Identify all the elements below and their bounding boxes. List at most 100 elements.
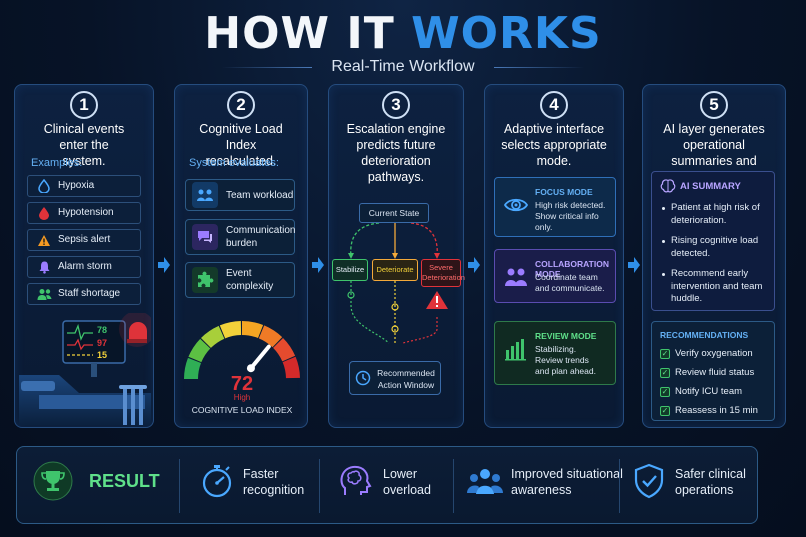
factor-team-workload: Team workload (185, 179, 295, 211)
step-card-5: 5 AI layer generates operational summari… (642, 84, 786, 428)
team-icon (467, 469, 503, 494)
monitor-value-spo2: 97 (97, 338, 108, 348)
step-heading: Escalation engine predicts future deteri… (346, 122, 446, 184)
chat-icon (192, 224, 218, 250)
divider (453, 459, 454, 513)
stopwatch-icon (202, 465, 232, 498)
puzzle-icon (192, 267, 218, 293)
recommendations-panel: RECOMMENDATIONS ✓Verify oxygenation ✓Rev… (651, 321, 775, 421)
page-subtitle: Real-Time Workflow (331, 58, 475, 75)
step-card-1: 1 Clinical events enter the system. Exam… (14, 84, 155, 428)
step-heading: Cognitive Load Index recalculated. (199, 122, 283, 168)
gauge-segment (258, 325, 283, 348)
result-label: RESULT (89, 471, 160, 491)
step-heading: Clinical events enter the system. (43, 122, 125, 168)
benefit-faster-recognition: Faster recognition (243, 467, 305, 497)
checkbox-checked-icon: ✓ (660, 406, 670, 416)
factor-event-complexity: Event complexity (185, 262, 295, 298)
recommendation-item: ✓Reassess in 15 min (660, 405, 758, 416)
subtitle-divider-right (494, 67, 584, 68)
mode-card-review: REVIEW MODE Stabilizing. Review trends a… (494, 321, 616, 385)
step-number: 3 (382, 91, 410, 119)
step-card-2: 2 Cognitive Load Index recalculated. Sys… (174, 84, 308, 428)
factor-communication-burden: Communication burden (185, 219, 295, 255)
summary-point: Rising cognitive load detected. (662, 235, 770, 260)
cognitive-load-gauge (184, 321, 300, 379)
mode-card-focus: FOCUS MODE High risk detected. Show crit… (494, 177, 616, 237)
flow-node-deteriorate: Deteriorate (372, 259, 418, 281)
ai-summary-list: Patient at high risk of deterioration. R… (662, 202, 770, 314)
brain-icon (660, 179, 676, 198)
flow-node-recommended-action-window: Recommended Action Window (349, 361, 441, 395)
divider (179, 459, 180, 513)
droplet-icon (36, 176, 52, 199)
step-number: 1 (70, 91, 98, 119)
gauge-level: High (233, 393, 251, 402)
flow-arrow-icon (158, 257, 170, 273)
gauge-segment (200, 325, 225, 348)
warning-icon (36, 230, 52, 253)
gauge-needle (248, 344, 271, 371)
mode-card-collaboration: COLLABORATION MODE Coordinate team and c… (494, 249, 616, 303)
recommendation-item: ✓Review fluid status (660, 367, 755, 378)
team-icon (503, 264, 529, 290)
flow-node-severe-deterioration: Severe Deterioration (421, 259, 465, 287)
gauge-segment (184, 357, 202, 379)
recommendation-item: ✓Notify ICU team (660, 386, 743, 397)
step-number: 2 (227, 91, 255, 119)
result-bar: RESULT Faster recognition Lower overload… (16, 446, 758, 524)
gauge-hub (246, 364, 255, 373)
flow-arrow-icon (468, 257, 480, 273)
gauge-caption: COGNITIVE LOAD INDEX (191, 405, 293, 415)
gauge-value: 72 (230, 373, 254, 395)
step-heading: Adaptive interface selects appropriate m… (501, 122, 607, 168)
monitor-value-rr: 15 (97, 350, 108, 360)
alarm-light-icon (119, 311, 155, 347)
examples-label: Examples: (31, 157, 83, 169)
shield-check-icon (634, 463, 664, 499)
page-title: HOW IT WORKS (204, 8, 602, 59)
event-item-alarm-storm: Alarm storm (27, 256, 141, 278)
gauge-segment (188, 338, 211, 363)
people-icon (36, 284, 52, 307)
flow-arrow-icon (312, 257, 324, 273)
gauge-segment (242, 321, 264, 339)
event-item-sepsis-alert: Sepsis alert (27, 229, 141, 251)
checkbox-checked-icon: ✓ (660, 349, 670, 359)
trophy-icon (33, 461, 73, 501)
hospital-bed-illustration: 78 97 15 (19, 311, 155, 425)
benefit-situational-awareness: Improved situational awareness (511, 467, 623, 497)
step-card-3: 3 Escalation engine predicts future dete… (328, 84, 465, 428)
flow-node-current-state: Current State (359, 203, 429, 223)
team-icon (192, 182, 218, 208)
divider (319, 459, 320, 513)
event-item-staff-shortage: Staff shortage (27, 283, 141, 305)
gauge-segment (273, 337, 296, 362)
ai-summary-panel: AI SUMMARY Patient at high risk of deter… (651, 171, 775, 311)
bar-chart-icon (503, 336, 529, 362)
deterioration-flow-diagram (347, 222, 448, 344)
benefit-lower-overload: Lower overload (383, 467, 431, 497)
summary-point: Patient at high risk of deterioration. (662, 202, 770, 227)
brain-head-icon (340, 465, 372, 495)
step-number: 5 (700, 91, 728, 119)
step-number: 4 (540, 91, 568, 119)
eye-icon (503, 192, 529, 218)
summary-point: Recommend early intervention and team hu… (662, 268, 770, 306)
event-item-hypoxia: Hypoxia (27, 175, 141, 197)
clock-icon (355, 370, 371, 391)
subtitle-divider-left (222, 67, 312, 68)
gauge-segment (282, 356, 300, 379)
recommendation-item: ✓Verify oxygenation (660, 348, 753, 359)
bell-icon (36, 257, 52, 280)
gauge-segment (219, 321, 242, 339)
divider (619, 459, 620, 513)
flow-arrow-icon (628, 257, 640, 273)
system-evaluates-label: System evaluates: (189, 157, 279, 169)
flow-node-stabilize: Stabilize (332, 259, 368, 281)
event-item-hypotension: Hypotension (27, 202, 141, 224)
benefit-safer-operations: Safer clinical operations (675, 467, 746, 497)
blood-drop-icon (36, 203, 52, 226)
warning-icon (426, 291, 448, 309)
step-card-4: 4 Adaptive interface selects appropriate… (484, 84, 624, 428)
